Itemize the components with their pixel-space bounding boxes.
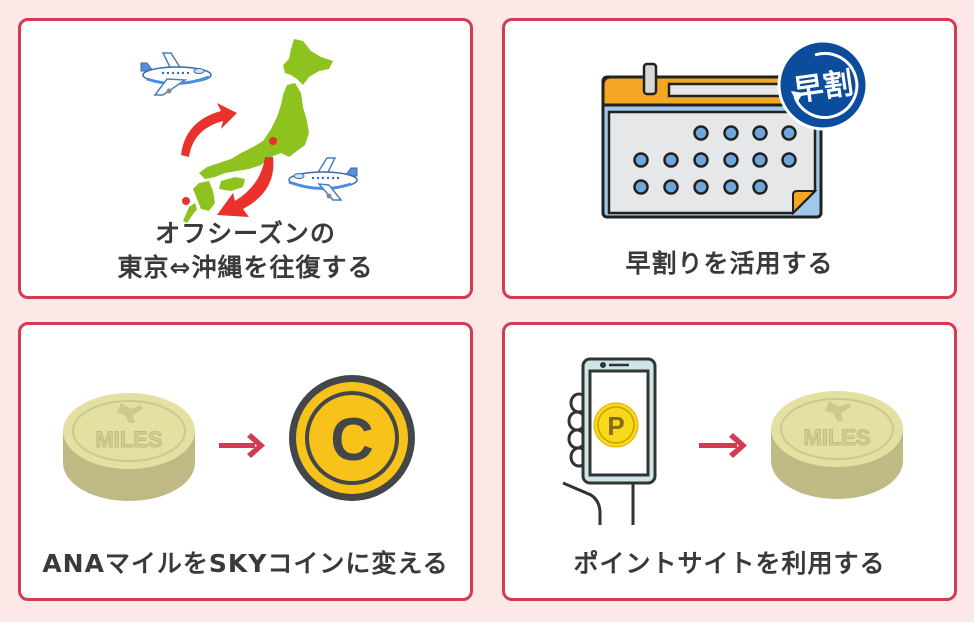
badge-text: 早割: [791, 66, 855, 109]
card-offseason-roundtrip: オフシーズンの 東京⇔沖縄を往復する: [18, 18, 473, 299]
point-coin-letter: P: [607, 411, 624, 441]
card-point-site: P MILES ポイントサイトを利用する: [502, 322, 957, 601]
card-early-discount: 早割 早割りを活用する: [502, 18, 957, 299]
card-label: ポイントサイトを利用する: [505, 547, 954, 581]
airplane-icon: [140, 52, 212, 96]
label-line-1: ANAマイルをSKYコインに変える: [42, 549, 449, 578]
label-line-1: 早割りを活用する: [625, 249, 834, 278]
miles-coin-text: MILES: [803, 425, 870, 450]
miles-coin-icon: MILES: [771, 391, 903, 499]
point-coin-icon: P: [593, 402, 639, 448]
coin-letter: C: [330, 406, 373, 473]
card-label: ANAマイルをSKYコインに変える: [21, 547, 470, 581]
calendar-icon: [601, 62, 823, 219]
label-line-2: 東京⇔沖縄を往復する: [117, 253, 374, 282]
skycoin-c-icon: C: [289, 375, 415, 501]
card-label: オフシーズンの 東京⇔沖縄を往復する: [21, 217, 470, 285]
label-line-1: ポイントサイトを利用する: [573, 549, 886, 578]
japan-map-illustration: [140, 39, 358, 223]
card-label: 早割りを活用する: [505, 247, 954, 281]
japan-map-icon: [183, 39, 333, 223]
tokyo-marker-icon: [269, 137, 277, 145]
route-arrow-down-icon: [217, 157, 274, 217]
arrow-right-icon: [219, 433, 265, 458]
early-discount-badge-icon: 早割: [777, 39, 869, 131]
miles-coin-icon: MILES: [63, 393, 195, 501]
calendar-illustration: 早割: [601, 39, 869, 219]
label-line-1: オフシーズンの: [155, 219, 336, 248]
arrow-right-icon: [699, 433, 747, 458]
airplane-icon: [288, 157, 358, 201]
card-miles-to-skycoin: MILES C ANAマイルをSKYコインに変える: [18, 322, 473, 601]
route-arrow-up-icon: [181, 103, 237, 157]
point-site-illustration: P MILES: [562, 357, 903, 525]
miles-coin-text: MILES: [95, 427, 162, 452]
okinawa-marker-icon: [182, 197, 190, 205]
miles-to-coin-illustration: MILES C: [63, 375, 415, 501]
